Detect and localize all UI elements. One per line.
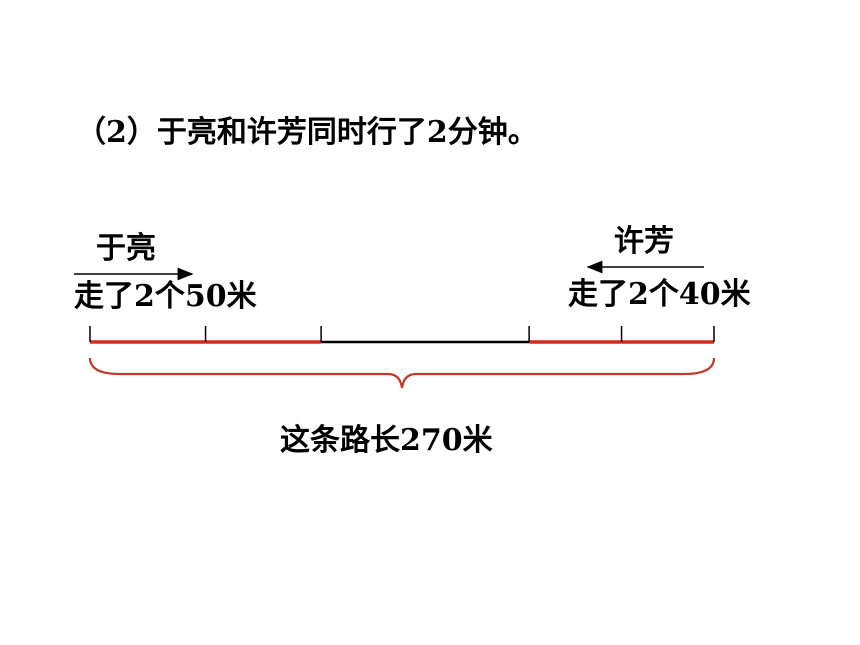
person-a-distance: 走了2个50米 — [74, 279, 257, 314]
person-a-name: 于亮 — [96, 231, 156, 266]
total-length-label: 这条路长270米 — [280, 423, 493, 458]
person-b-distance: 走了2个40米 — [568, 277, 751, 312]
total-length-brace — [88, 357, 716, 389]
question-text: （2）于亮和许芳同时行了2分钟。 — [76, 115, 538, 150]
person-b-name: 许芳 — [614, 224, 674, 259]
